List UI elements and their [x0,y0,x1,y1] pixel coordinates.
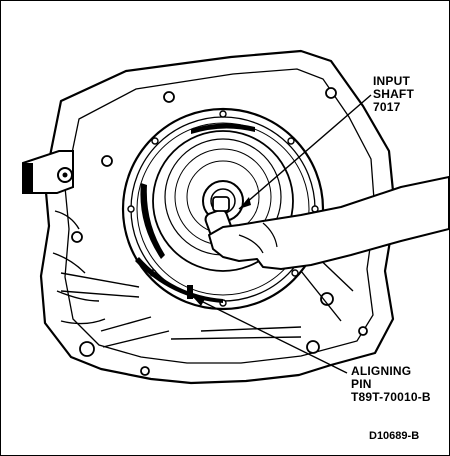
aligning-pin-label-line-2: PIN [351,377,372,391]
input-shaft-leader [238,94,372,210]
housing-bolts [71,87,368,376]
aligning-pin-leader [192,296,348,374]
input-shaft-label-line-2: SHAFT [373,87,414,101]
technician-hand [208,176,449,270]
housing-ribs [52,210,354,348]
figure-id: D10689-B [369,430,420,442]
aligning-pin-label: ALIGNING PIN T89T-70010-B [351,365,431,404]
aligning-pin-label-line-1: ALIGNING [351,364,412,378]
input-shaft-part-number: 7017 [373,100,401,114]
input-shaft-label-line-1: INPUT [373,74,410,88]
input-shaft-label: INPUT SHAFT 7017 [373,75,414,114]
aligning-pin-part-number: T89T-70010-B [351,390,431,404]
